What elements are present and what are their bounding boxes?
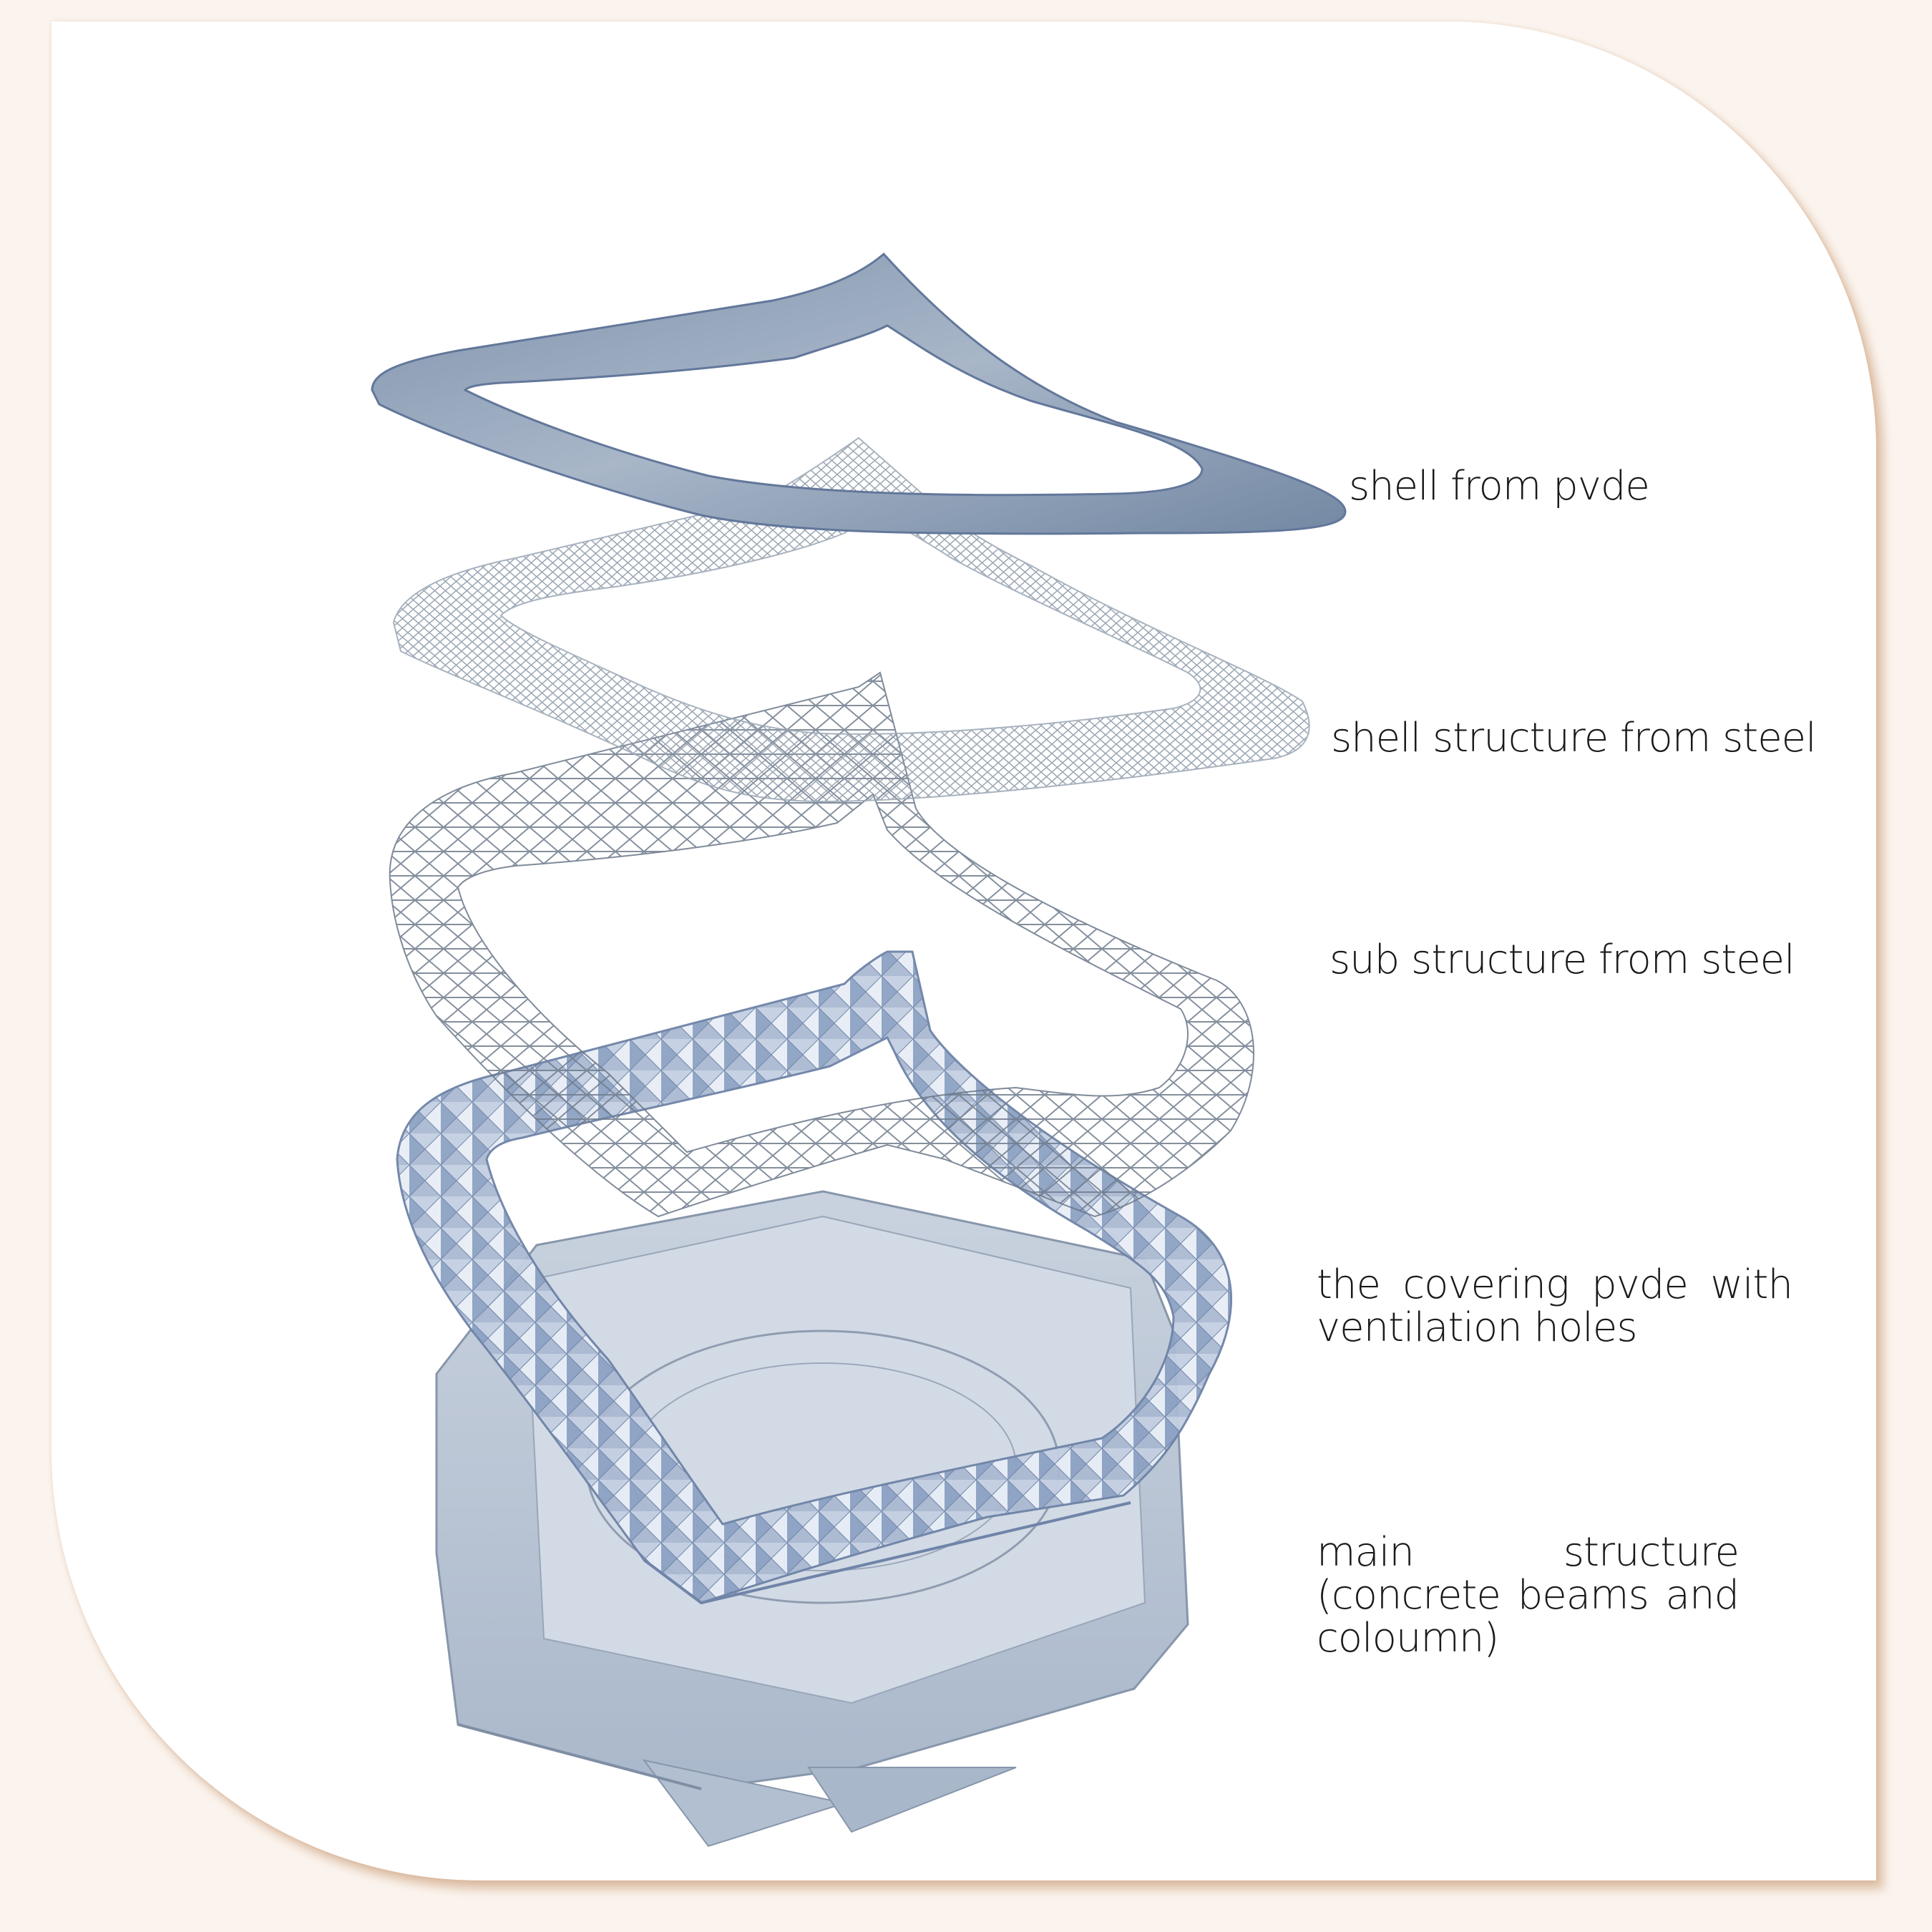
shell-structure-steel-model (392, 436, 1310, 803)
sub-structure-steel-model (389, 671, 1254, 1218)
label-shell-from-pvde: shell from pvde (1349, 463, 1650, 509)
label-covering-pvde-with-ventilation-holes: the covering pvde with ventilation holes (1317, 1262, 1793, 1351)
label-sub-structure-from-steel: sub structure from steel (1330, 937, 1795, 983)
label-main-structure: main structure (concrete beams and colou… (1317, 1529, 1740, 1662)
label-shell-structure-from-steel: shell structure from steel (1331, 715, 1817, 761)
shell-pvde-model (371, 252, 1347, 535)
